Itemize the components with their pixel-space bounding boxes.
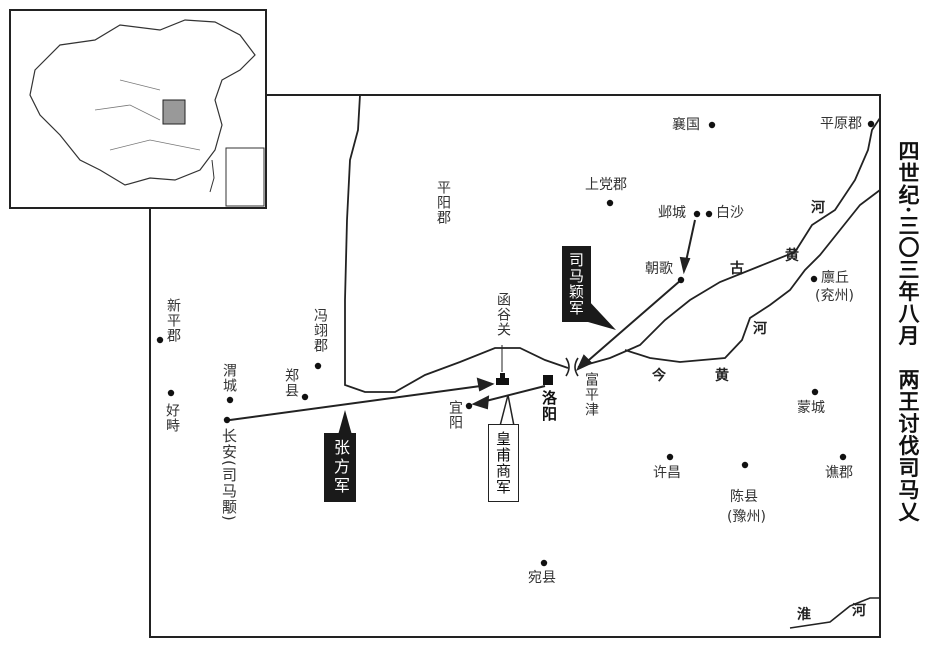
label-wanxian: 宛县 [528, 570, 556, 586]
river-label-gu: 古 [730, 261, 744, 277]
label-pingyang: 平阳郡 [435, 180, 451, 225]
inset-china-outline [29, 19, 256, 186]
boundary-line [344, 94, 569, 393]
fupingjin-crossing-icon [565, 357, 579, 377]
army-label-zhangfang: 张方军 [324, 433, 356, 502]
map-title: 四世纪·三〇三年八月 两王讨伐司马乂 [896, 140, 921, 523]
label-baisha: 白沙 [716, 205, 744, 221]
label-yecheng: 邺城 [658, 205, 686, 221]
label-luoyang: 洛阳 [540, 390, 558, 422]
label-weicheng: 渭城 [221, 363, 237, 393]
river-label-he-3: 河 [852, 603, 866, 619]
label-pingyuan: 平原郡 [820, 116, 862, 132]
huangfushang-pointer [499, 394, 515, 427]
label-zhengxian: 郑县 [283, 368, 299, 398]
label-fupingjin: 富平津 [583, 372, 599, 417]
main-frame [149, 94, 881, 638]
label-linqiu: 廪丘 [821, 270, 849, 286]
zhangfang-pointer [338, 410, 352, 435]
inset-map [9, 9, 267, 209]
label-xinping: 新平郡 [165, 298, 181, 343]
river-label-huang-2: 黄 [715, 368, 729, 384]
label-changan: 长安(司马颙) [220, 428, 238, 522]
river-label-jin: 今 [652, 368, 666, 384]
label-shangdang: 上党郡 [585, 177, 627, 193]
label-mengcheng: 蒙城 [797, 400, 825, 416]
river-label-he-2: 河 [753, 321, 767, 337]
label-fengyi: 冯翊郡 [312, 308, 328, 353]
label-xiangguo: 襄国 [672, 117, 700, 133]
label-qiaojun: 谯郡 [825, 465, 853, 481]
simaying-pointer [588, 300, 616, 330]
label-chaoge: 朝歌 [645, 261, 673, 277]
label-xuchang: 许昌 [653, 465, 681, 481]
label-haozhi: 好畤 [164, 403, 180, 433]
label-chenxian: 陈县 [730, 489, 758, 505]
army-arrows [229, 219, 696, 421]
river-label-huang: 黄 [785, 248, 799, 264]
label-hangu: 函谷关 [495, 292, 511, 337]
label-yuzhou: (豫州) [727, 509, 766, 525]
river-label-he: 河 [811, 200, 825, 216]
ancient-yellow-river [577, 117, 881, 368]
hangu-pass-icon [496, 373, 509, 385]
modern-yellow-river [624, 189, 881, 363]
label-yanzhou: (兖州) [815, 288, 854, 304]
city-dots [156, 120, 875, 567]
army-label-simaying: 司马颖军 [562, 246, 591, 322]
inset-highlight [162, 99, 186, 125]
river-label-huai: 淮 [797, 607, 811, 623]
label-yiyang: 宜阳 [447, 400, 463, 430]
huai-river [789, 597, 880, 629]
army-label-huangfushang: 皇甫商军 [488, 424, 519, 502]
